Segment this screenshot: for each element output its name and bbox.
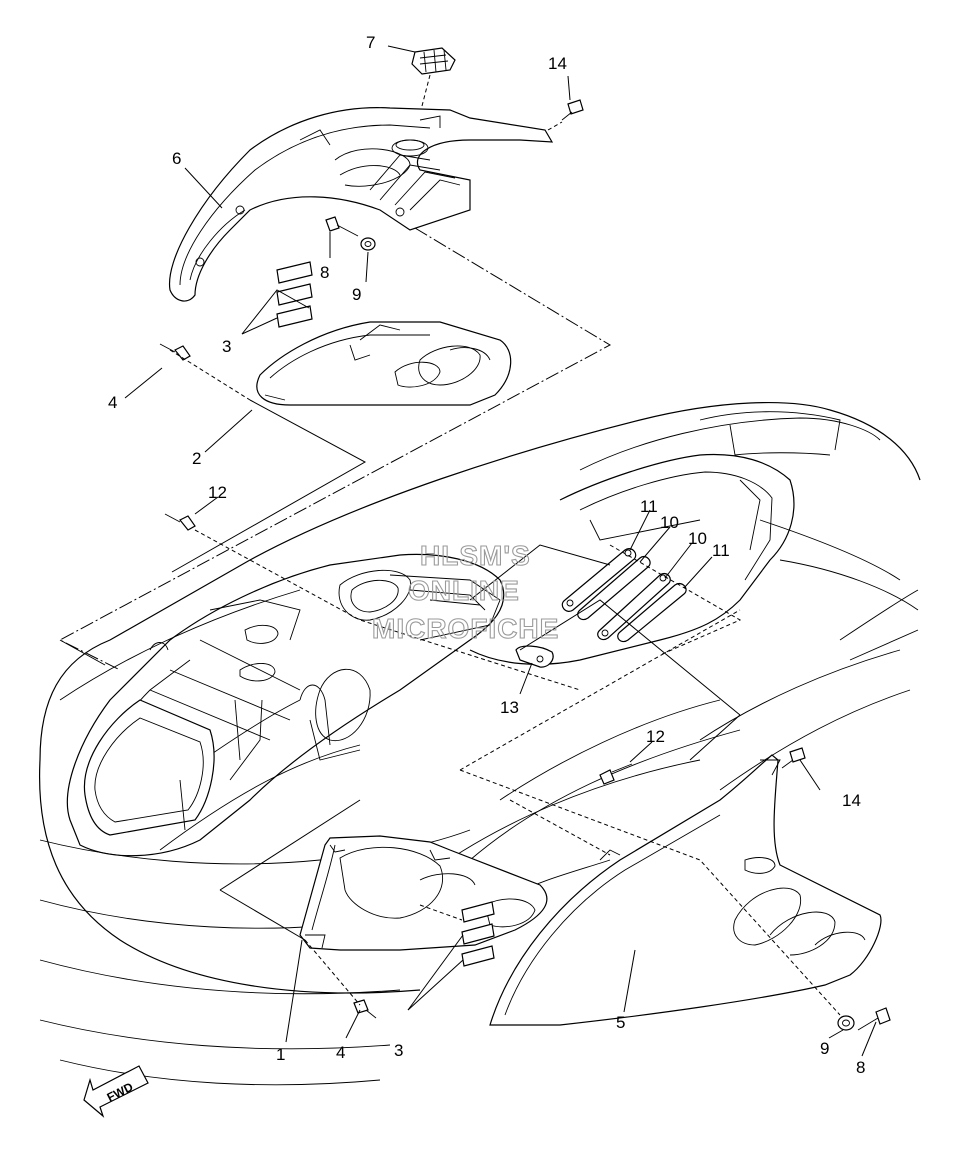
watermark: HLSM'S ONLINE MICROFICHE [371,539,559,644]
callout-3-upper: 3 [222,337,231,356]
callout-6: 6 [172,149,181,168]
callout-10-left: 10 [660,513,679,532]
fasteners [159,99,891,1031]
grille-part-7 [411,47,456,75]
watermark-line-2: ONLINE [408,575,520,606]
callout-2: 2 [192,449,201,468]
rear-body-assembly [66,553,505,857]
watermark-line-1: HLSM'S [420,540,531,571]
pads-part-3-upper [276,261,313,328]
callout-11-left: 11 [640,497,658,516]
callout-14-upper: 14 [548,54,567,73]
callout-labels: 7 14 6 8 9 3 4 2 12 11 10 10 11 13 12 14… [108,33,865,1077]
assembly-guide-lines [58,74,841,1016]
callout-12-upper: 12 [208,483,227,502]
callout-9-upper: 9 [352,285,361,304]
callout-14-lower: 14 [842,791,861,810]
side-panel-part-1 [299,835,548,951]
callout-8-upper: 8 [320,263,329,282]
callout-5: 5 [616,1013,625,1032]
callout-8-lower: 8 [856,1058,865,1077]
inner-cover-part-2 [256,321,512,406]
brackets-part-10-11 [561,548,687,643]
callout-4-upper: 4 [108,393,117,412]
pads-part-3-lower [461,901,495,967]
callout-9-lower: 9 [820,1039,829,1058]
forward-direction-arrow: FWD [83,1065,149,1118]
callout-7: 7 [366,33,375,52]
callout-4-lower: 4 [336,1043,345,1062]
callout-3-lower: 3 [394,1041,403,1060]
leader-lines [124,45,877,1057]
upper-cover-part-6 [168,107,554,302]
callout-1: 1 [276,1045,285,1064]
hull-body [38,402,921,1086]
watermark-line-3: MICROFICHE [372,613,559,644]
deck-opening [469,453,795,665]
callout-13: 13 [500,698,519,717]
callout-11-right: 11 [712,541,730,560]
callout-10-right: 10 [688,529,707,548]
side-panel-part-5 [489,754,882,1026]
callout-12-lower: 12 [646,727,665,746]
clip-part-13 [515,645,554,668]
